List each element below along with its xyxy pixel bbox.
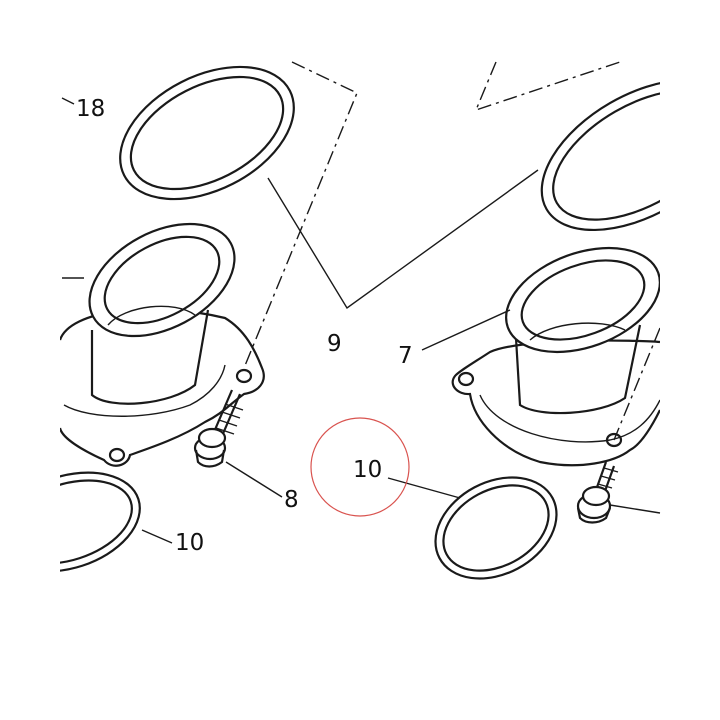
o-ring-18	[119, 65, 295, 201]
funnel-body	[90, 309, 210, 405]
callout-8: 8	[284, 487, 299, 513]
callout-numbers: 18 9 7 8 10 10	[76, 96, 413, 556]
frame-mask-left	[0, 0, 60, 720]
frame-mask-right	[660, 0, 720, 720]
callout-10-left: 10	[175, 530, 204, 556]
bolt-hole	[605, 432, 623, 448]
callout-7: 7	[398, 343, 413, 369]
callout-9: 9	[327, 331, 342, 357]
bolt-hole	[108, 447, 126, 463]
bolt-8-left	[193, 389, 244, 468]
bolt-right	[576, 461, 619, 524]
intake-joint-left	[58, 222, 265, 467]
leader-lines	[61, 97, 661, 544]
callout-10-center: 10	[353, 457, 382, 483]
o-ring-10-right	[434, 476, 558, 580]
intake-joint-right	[451, 246, 661, 467]
bolt-hole	[457, 371, 475, 387]
funnel-body	[514, 324, 642, 415]
highlight-circle	[310, 417, 410, 517]
bolt-hole	[235, 368, 253, 384]
callout-18: 18	[76, 96, 105, 122]
assembly-reference-lines	[243, 61, 661, 441]
